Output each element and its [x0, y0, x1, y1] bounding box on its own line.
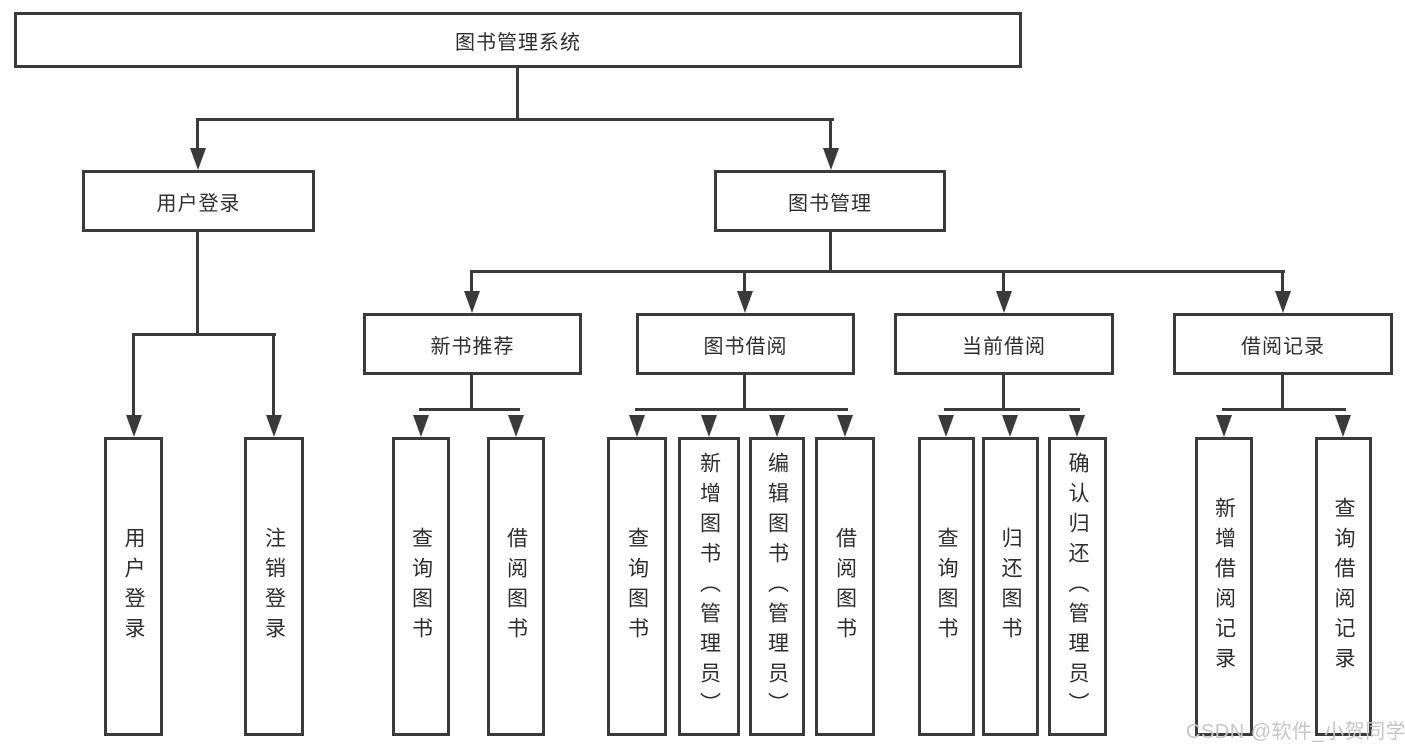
connector-line [470, 270, 1285, 273]
leaf-return-books: 归还图书 [982, 437, 1039, 736]
connector-line [419, 408, 520, 411]
leaf-query-borrow-record: 查询借阅记录 [1315, 437, 1372, 736]
arrowhead-icon [126, 415, 142, 437]
leaf-logout: 注销登录 [244, 437, 304, 736]
arrowhead-icon [938, 415, 954, 437]
connector-line [272, 333, 275, 417]
connector-line [1002, 270, 1005, 293]
connector-line [1002, 375, 1005, 410]
arrowhead-icon [701, 415, 717, 437]
leaf-borrow-books-recommend: 借阅图书 [487, 437, 545, 736]
arrowhead-icon [823, 148, 839, 170]
connector-line [1281, 375, 1284, 410]
connector-line [516, 68, 519, 120]
node-book-borrow: 图书借阅 [636, 313, 855, 375]
arrowhead-icon [508, 415, 524, 437]
connector-line [470, 270, 473, 293]
leaf-add-books-admin: 新增图书（管理员） [678, 437, 740, 736]
node-root-system: 图书管理系统 [14, 12, 1022, 68]
connector-line [829, 232, 832, 272]
leaf-user-login: 用户登录 [104, 437, 163, 736]
leaf-add-borrow-record: 新增借阅记录 [1195, 437, 1253, 736]
connector-line [196, 118, 199, 152]
node-user-login: 用户登录 [82, 170, 315, 232]
arrowhead-icon [1216, 415, 1232, 437]
arrowhead-icon [464, 291, 480, 313]
connector-line [944, 408, 1080, 411]
connector-line [196, 232, 199, 335]
arrowhead-icon [1275, 291, 1291, 313]
connector-line [1281, 270, 1284, 293]
arrowhead-icon [837, 415, 853, 437]
connector-line [635, 408, 848, 411]
connector-line [470, 375, 473, 410]
leaf-query-books-recommend: 查询图书 [392, 437, 450, 736]
connector-line [132, 333, 276, 336]
connector-line [196, 118, 834, 121]
leaf-confirm-return-admin: 确认归还（管理员） [1048, 437, 1107, 736]
arrowhead-icon [1069, 415, 1085, 437]
connector-line [132, 333, 135, 417]
leaf-edit-books-admin: 编辑图书（管理员） [749, 437, 805, 736]
arrowhead-icon [266, 415, 282, 437]
arrowhead-icon [1335, 415, 1351, 437]
node-book-management: 图书管理 [714, 170, 946, 232]
node-borrow-records: 借阅记录 [1173, 313, 1393, 375]
arrowhead-icon [629, 415, 645, 437]
arrowhead-icon [413, 415, 429, 437]
leaf-query-books-borrow: 查询图书 [607, 437, 667, 736]
connector-line [743, 270, 746, 293]
arrowhead-icon [1002, 415, 1018, 437]
connector-line [1222, 408, 1346, 411]
arrowhead-icon [769, 415, 785, 437]
leaf-borrow-books: 借阅图书 [815, 437, 875, 736]
connector-line [743, 375, 746, 410]
arrowhead-icon [996, 291, 1012, 313]
leaf-query-books-current: 查询图书 [918, 437, 975, 736]
arrowhead-icon [190, 148, 206, 170]
connector-line [829, 118, 832, 152]
csdn-watermark: CSDN @软件_小贺同学 [1186, 721, 1405, 743]
node-new-book-recommend: 新书推荐 [363, 313, 582, 375]
node-current-borrow: 当前借阅 [894, 313, 1114, 375]
arrowhead-icon [737, 291, 753, 313]
